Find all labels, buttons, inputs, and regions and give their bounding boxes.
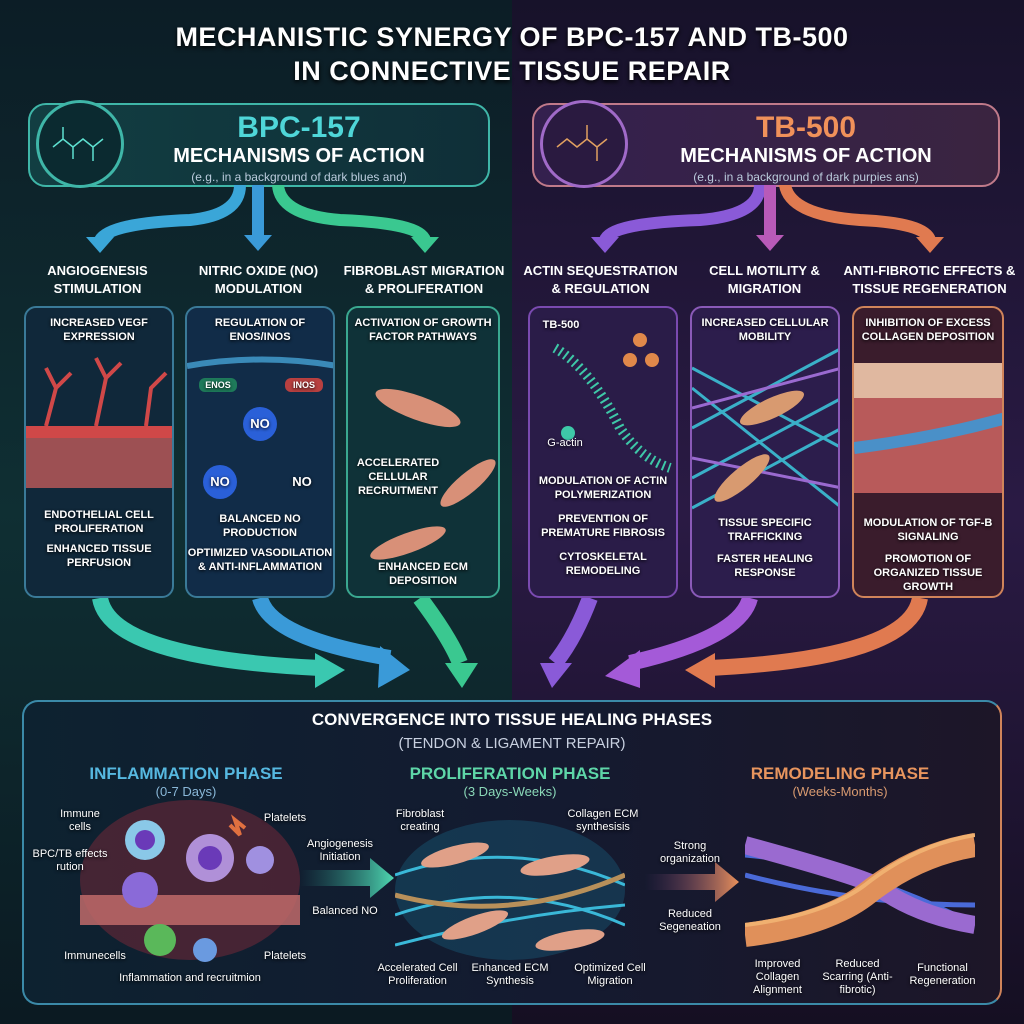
heading-cell-motility: CELL MOTILITY & MIGRATION (709, 263, 820, 296)
remodeling-illustration (745, 833, 975, 947)
branch-arrows (86, 185, 944, 253)
transition-label-reduced-segeneation: Reduced Segeneation (659, 908, 721, 933)
inflammation-illustration (80, 800, 300, 962)
text-balanced-no: BALANCED NO PRODUCTION (219, 513, 301, 539)
text-regulation-nos: REGULATION OF eNOS/iNOS (214, 317, 306, 343)
heading-actin: ACTIN SEQUESTRATION & REGULATION (523, 263, 678, 296)
tissue-illustration (854, 363, 1002, 493)
no-molecule (243, 407, 277, 441)
heading-anti-fibrotic: ANTI-FIBROTIC EFFECTS & TISSUE REGENERAT… (843, 263, 1016, 296)
panel-actin: TB-500 G-actin MODULATION OF ACTIN POLYM… (528, 306, 678, 598)
label-improved-alignment: Improved Collagen Alignment (753, 958, 802, 996)
heading-angiogenesis: ANGIOGENESIS STIMULATION (47, 263, 148, 296)
convergence-subtitle: (TENDON & LIGAMENT REPAIR) (398, 735, 626, 752)
transition-label-strong-organization: Strong organization (660, 840, 720, 865)
molecule-icon (540, 100, 628, 188)
label-inflammation-recruitment: Inflammation and recruitmion (119, 972, 261, 984)
text-cytoskeletal: CYTOSKELETAL REMODELING (559, 551, 647, 577)
proliferation-illustration (395, 820, 625, 960)
label-immunecells: Immunecells (64, 950, 126, 962)
tb-name: TB-500 (755, 111, 857, 144)
phase-inflammation-title: INFLAMMATION PHASE (89, 764, 283, 783)
heading-fibroblast: FIBROBLAST MIGRATION & PROLIFERATION (343, 263, 505, 296)
panel-cell-motility: INCREASED CELLULAR MOBILITY TISSUE SPECI… (690, 306, 840, 598)
text-prevention-fibrosis: PREVENTION OF PREMATURE FIBROSIS (541, 513, 665, 539)
phase-remodeling-days: (Weeks-Months) (792, 784, 888, 799)
text-cellular-mobility: INCREASED CELLULAR MOBILITY (701, 317, 829, 343)
label-reduced-scarring: Reduced Scarring (Anti-fibrotic) (822, 958, 893, 996)
text-actin-polymerization: MODULATION OF ACTIN POLYMERIZATION (538, 475, 668, 501)
panel-angiogenesis: INCREASED VEGF EXPRESSION ENDOTHELIAL CE… (24, 306, 174, 598)
cell-migration-illustration (692, 348, 838, 510)
label-platelets: Platelets (263, 812, 307, 824)
text-recruitment: ACCELERATED CELLULAR RECRUITMENT (356, 457, 440, 497)
text-increased-vegf: INCREASED VEGF EXPRESSION (50, 317, 148, 343)
no-illustration (187, 356, 333, 499)
text-endothelial: ENDOTHELIAL CELL PROLIFERATION (44, 509, 154, 535)
panel-nitric-oxide: REGULATION OF eNOS/iNOS eNOS iNOS NO NO … (185, 306, 335, 598)
label-collagen-ecm: Collagen ECM synthesisis (567, 808, 639, 833)
text-trafficking: TISSUE SPECIFIC TRAFFICKING (718, 517, 812, 543)
label-fibroblast-creating: Fibroblast creating (395, 808, 445, 833)
fibroblast-illustration (370, 388, 496, 560)
transition-label-balanced-no: Balanced NO (312, 905, 378, 917)
blood-vessel-illustration (26, 357, 172, 488)
label-enhanced-ecm: Enhanced ECM Synthesis (471, 962, 549, 987)
phase-proliferation-days: (3 Days-Weeks) (463, 784, 557, 799)
no-label: NO (292, 474, 312, 489)
bpc-subtitle: MECHANISMS OF ACTION (173, 145, 425, 167)
phase-inflammation-days: (0-7 Days) (155, 784, 217, 799)
bpc-name: BPC-157 (237, 111, 361, 144)
label-accelerated-proliferation: Accelerated Cell Proliferation (377, 962, 458, 987)
label-platelets-2: Platelets (263, 950, 307, 962)
tb-note: (e.g., in a background of dark purpies a… (693, 170, 919, 184)
arrow-to-proliferation (300, 858, 394, 898)
healing-phases-box (22, 700, 1002, 1005)
convergence-arrows (92, 598, 928, 688)
tb-subtitle: MECHANISMS OF ACTION (680, 145, 932, 167)
text-perfusion: ENHANCED TISSUE PERFUSION (46, 543, 152, 569)
page-title-line1: MECHANISTIC SYNERGY OF BPC-157 AND TB-50… (175, 22, 849, 52)
label-bpc-tb-effects: BPC/TB effects rution (32, 848, 108, 873)
phase-remodeling-title: REMODELING PHASE (750, 764, 930, 783)
label-immune-cells: Immune cells (60, 808, 100, 833)
no-label: NO (250, 416, 270, 431)
label-functional-regeneration: Functional Regeneration (909, 962, 976, 987)
heading-nitric-oxide: NITRIC OXIDE (NO) MODULATION (198, 263, 319, 296)
text-growth-factor: ACTIVATION OF GROWTH FACTOR PATHWAYS (354, 317, 492, 343)
actin-illustration (552, 333, 672, 473)
label-g-actin: G-actin (547, 437, 583, 449)
text-faster-healing: FASTER HEALING RESPONSE (717, 553, 813, 579)
text-tgf-beta: MODULATION OF TGF-β SIGNALING (863, 517, 993, 543)
label-tb500: TB-500 (542, 319, 580, 331)
panel-fibroblast: ACTIVATION OF GROWTH FACTOR PATHWAYS ACC… (346, 306, 500, 598)
enos-badge: eNOS (199, 378, 237, 392)
arrow-to-remodeling (645, 862, 739, 902)
panel-anti-fibrotic: INHIBITION OF EXCESS COLLAGEN DEPOSITION… (852, 306, 1004, 598)
convergence-title: CONVERGENCE INTO TISSUE HEALING PHASES (311, 710, 713, 729)
bpc-note: (e.g., in a background of dark blues and… (191, 170, 407, 184)
inos-badge: iNOS (285, 378, 323, 392)
molecule-icon (36, 100, 124, 188)
text-organized-growth: PROMOTION OF ORGANIZED TISSUE GROWTH (873, 553, 983, 593)
transition-label-angiogenesis: Angiogenesis Initiation (306, 838, 374, 863)
page-title-line2: IN CONNECTIVE TISSUE REPAIR (293, 56, 731, 86)
text-inhibition-collagen: INHIBITION OF EXCESS COLLAGEN DEPOSITION (861, 317, 995, 343)
text-ecm-deposition: ENHANCED ECM DEPOSITION (378, 561, 468, 587)
phase-proliferation-title: PROLIFERATION PHASE (409, 764, 611, 783)
no-label: NO (210, 474, 230, 489)
no-molecule (203, 465, 237, 499)
label-optimized-migration: Optimized Cell Migration (574, 962, 646, 987)
text-vasodilation: OPTIMIZED VASODILATION & ANTI-INFLAMMATI… (187, 547, 333, 573)
